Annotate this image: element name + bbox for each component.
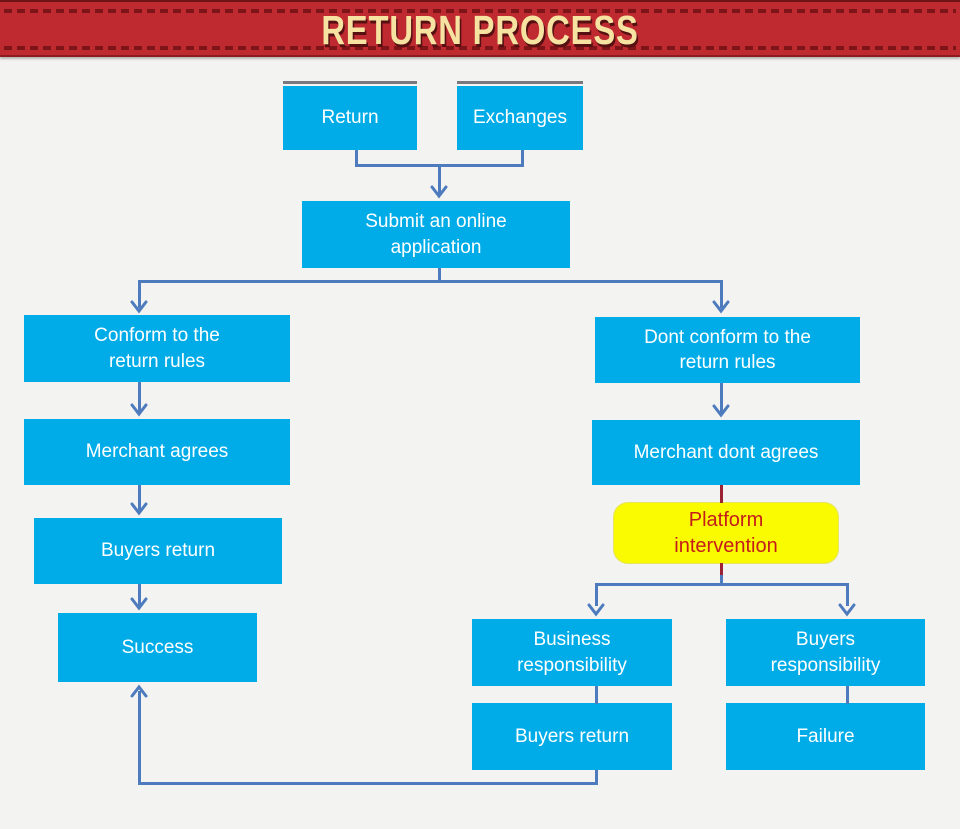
node-exchanges: Exchanges bbox=[457, 86, 583, 150]
arrowhead-down-icon bbox=[130, 300, 148, 314]
connector-line bbox=[846, 686, 849, 704]
stitch-dashes-bottom bbox=[4, 46, 956, 50]
node-buyers-return-right-label: Buyers return bbox=[514, 725, 630, 747]
node-business-responsibility: Business responsibility bbox=[472, 619, 672, 686]
connector-line bbox=[138, 584, 141, 607]
node-conform-rules-label: Conform to the return rules bbox=[94, 325, 220, 372]
connector-line bbox=[595, 583, 849, 586]
arrowhead-down-icon bbox=[130, 502, 148, 516]
node-platform-intervention: Platform intervention bbox=[614, 503, 838, 563]
connector-line bbox=[138, 280, 723, 283]
arrowhead-down-icon bbox=[130, 403, 148, 417]
arrowhead-down-icon bbox=[130, 597, 148, 611]
node-exchanges-label: Exchanges bbox=[472, 107, 567, 129]
page-title: RETURN PROCESS bbox=[321, 6, 639, 53]
node-buyers-return-left-label: Buyers return bbox=[100, 540, 216, 562]
connector-line-maroon bbox=[720, 563, 723, 576]
connector-line bbox=[720, 575, 723, 585]
node-business-responsibility-label: Business responsibility bbox=[517, 629, 627, 676]
connector-line bbox=[720, 383, 723, 414]
node-merchant-dont-agrees: Merchant dont agrees bbox=[592, 420, 860, 485]
node-submit-application: Submit an online application bbox=[302, 201, 570, 268]
node-dont-conform-rules: Dont conform to the return rules bbox=[595, 317, 860, 383]
node-return: Return bbox=[283, 86, 417, 150]
arrowhead-down-icon bbox=[712, 404, 730, 418]
node-dont-conform-rules-label: Dont conform to the return rules bbox=[644, 326, 811, 373]
connector-line bbox=[138, 280, 141, 308]
node-buyers-responsibility: Buyers responsibility bbox=[726, 619, 925, 686]
arrowhead-down-icon bbox=[712, 300, 730, 314]
edge-shadow bbox=[283, 81, 417, 84]
connector-line bbox=[720, 280, 723, 308]
arrowhead-down-icon bbox=[430, 185, 448, 199]
node-submit-application-label: Submit an online application bbox=[365, 211, 507, 258]
arrowhead-down-icon bbox=[587, 603, 605, 617]
node-success-label: Success bbox=[121, 636, 194, 658]
stitch-dashes-top bbox=[4, 9, 956, 13]
edge-shadow bbox=[457, 81, 583, 84]
node-return-label: Return bbox=[321, 107, 379, 129]
connector-line bbox=[438, 268, 441, 283]
node-success: Success bbox=[58, 613, 257, 682]
node-failure-label: Failure bbox=[796, 725, 855, 747]
node-platform-intervention-label: Platform intervention bbox=[674, 508, 778, 557]
node-merchant-agrees-label: Merchant agrees bbox=[85, 441, 229, 463]
node-buyers-return-left: Buyers return bbox=[34, 518, 282, 584]
connector-line bbox=[846, 583, 849, 606]
connector-line bbox=[595, 686, 598, 704]
connector-line bbox=[138, 782, 598, 785]
arrowhead-down-icon bbox=[838, 603, 856, 617]
connector-line bbox=[138, 691, 141, 784]
connector-line bbox=[355, 150, 358, 167]
connector-line bbox=[595, 770, 598, 785]
node-conform-rules: Conform to the return rules bbox=[24, 315, 290, 382]
connector-line bbox=[521, 150, 524, 167]
node-buyers-responsibility-label: Buyers responsibility bbox=[770, 629, 881, 676]
connector-line bbox=[438, 164, 441, 196]
node-failure: Failure bbox=[726, 703, 925, 770]
connector-line-maroon bbox=[720, 485, 723, 503]
connector-line bbox=[138, 382, 141, 412]
node-buyers-return-right: Buyers return bbox=[472, 703, 672, 770]
arrowhead-up-icon bbox=[130, 684, 148, 698]
connector-line bbox=[138, 485, 141, 512]
connector-line bbox=[595, 583, 598, 606]
node-merchant-dont-agrees-label: Merchant dont agrees bbox=[633, 441, 819, 463]
title-banner: RETURN PROCESS bbox=[0, 0, 960, 57]
node-merchant-agrees: Merchant agrees bbox=[24, 419, 290, 485]
